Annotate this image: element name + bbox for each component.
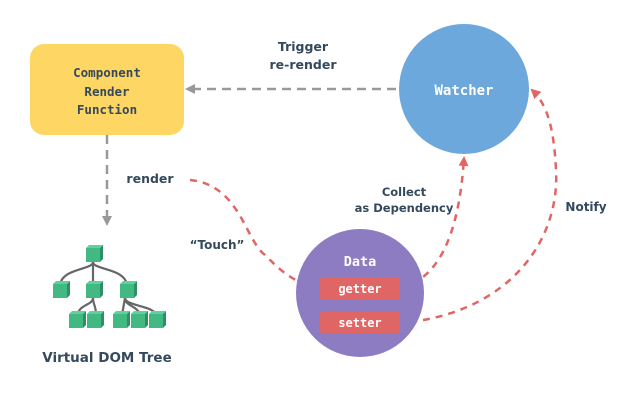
collect-label-line-1: Collect — [382, 185, 427, 199]
notify-arrow — [409, 88, 558, 324]
data-label: Data — [344, 254, 377, 270]
tree-node-cube — [87, 311, 104, 328]
touch-arrow — [189, 178, 320, 292]
watcher-node: Watcher — [399, 24, 529, 154]
setter-label: setter — [338, 316, 381, 330]
tree-node-cube — [149, 311, 166, 328]
notify-label: Notify — [565, 200, 606, 214]
tree-node-cube — [86, 245, 103, 262]
component-render-function-box: Component Render Function — [30, 44, 184, 135]
tree-node-cube — [69, 311, 86, 328]
component-label-line-2: Render — [84, 84, 130, 99]
component-label-line-3: Function — [77, 102, 137, 117]
render-label: render — [126, 171, 174, 186]
getter-label: getter — [338, 282, 381, 296]
virtual-dom-tree-icon — [58, 261, 158, 316]
trigger-label-line-1: Trigger — [278, 39, 329, 54]
tree-node-cube — [131, 311, 148, 328]
virtual-dom-tree-nodes — [53, 245, 166, 328]
component-label-line-1: Component — [73, 65, 141, 80]
touch-label: “Touch” — [190, 238, 245, 252]
tree-node-cube — [113, 311, 130, 328]
tree-node-cube — [86, 281, 103, 298]
trigger-label-line-2: re-render — [270, 57, 338, 72]
setter-pill — [320, 311, 400, 334]
data-node: Data getter setter — [296, 229, 424, 357]
getter-pill — [320, 277, 400, 300]
collect-label-line-2: as Dependency — [355, 201, 454, 215]
tree-node-cube — [53, 281, 70, 298]
watcher-label: Watcher — [434, 83, 493, 99]
tree-node-cube — [120, 281, 137, 298]
virtual-dom-tree-label: Virtual DOM Tree — [42, 350, 172, 366]
